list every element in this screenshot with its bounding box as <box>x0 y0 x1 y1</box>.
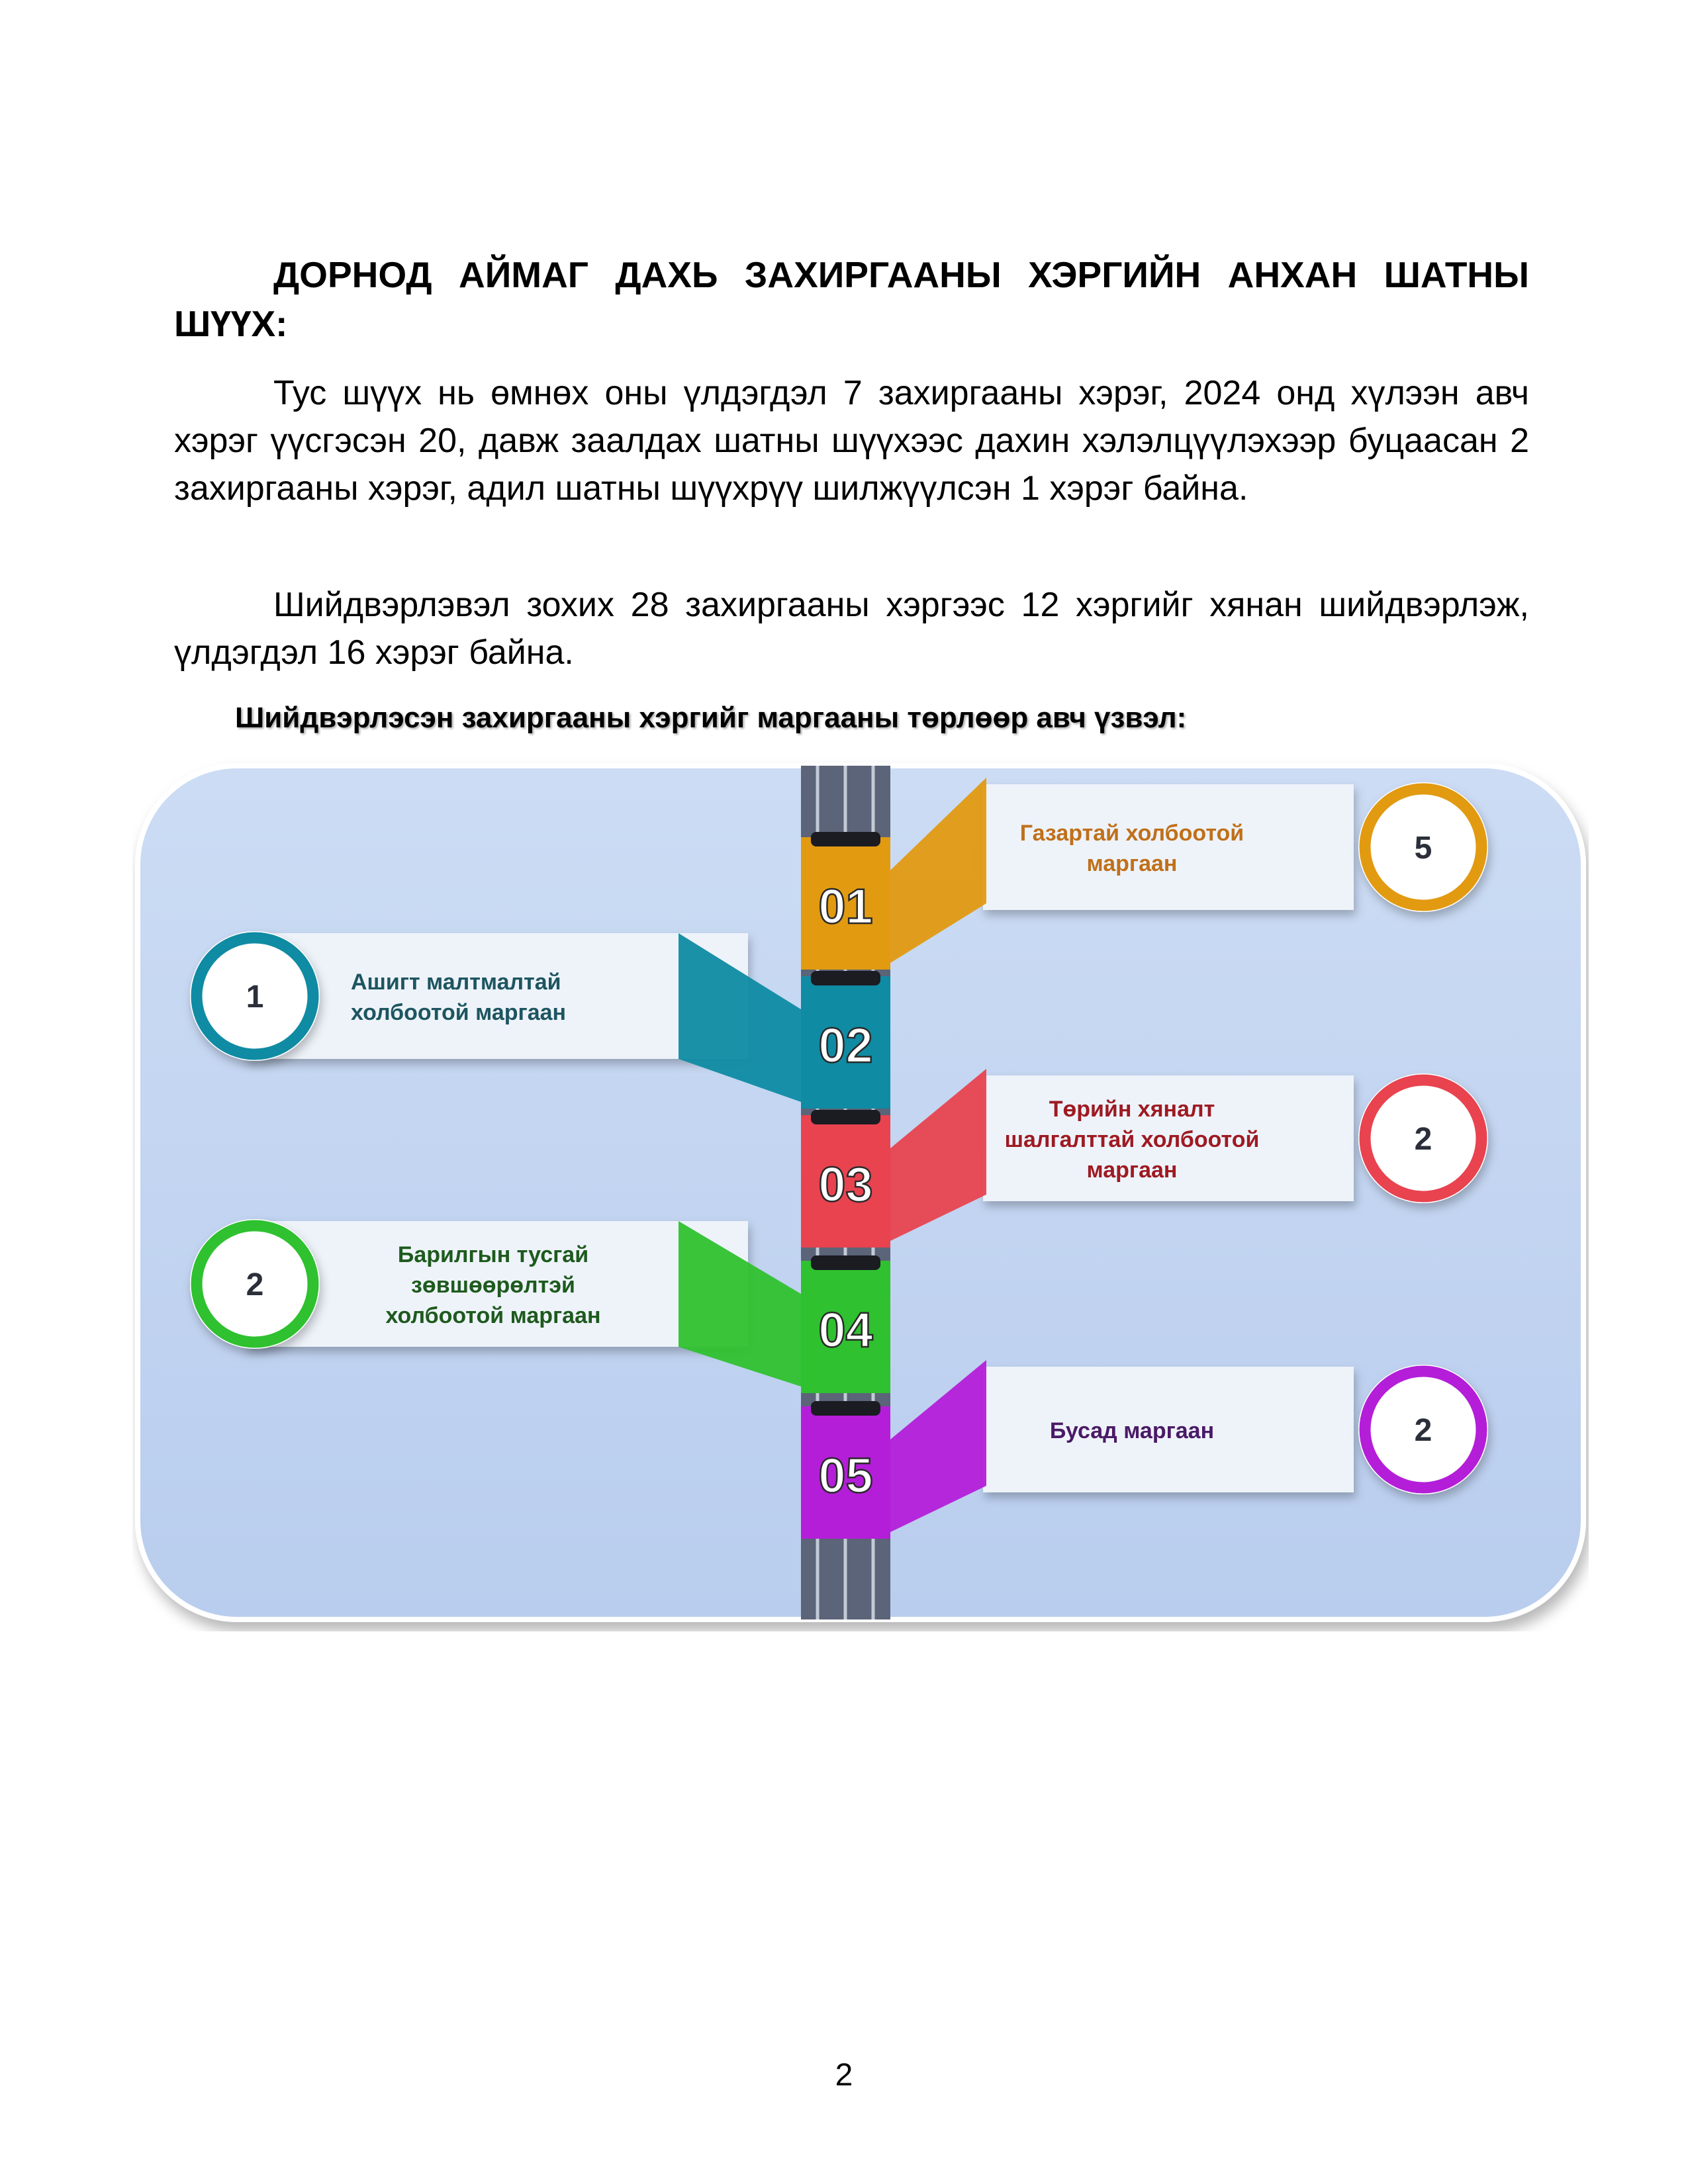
label-card <box>245 1221 748 1347</box>
item-label-line: холбоотой маргаан <box>385 1303 600 1328</box>
connector-ribbon <box>679 1221 801 1387</box>
label-card <box>983 784 1354 910</box>
count-circle <box>1359 783 1487 911</box>
step-number: 02 <box>818 1018 872 1073</box>
count-circle <box>191 932 319 1060</box>
label-card <box>983 1075 1354 1201</box>
count-value: 2 <box>1415 1122 1432 1157</box>
item-label-line: Барилгын тусгай <box>398 1242 588 1267</box>
step-clip <box>811 1255 880 1270</box>
step-number: 04 <box>818 1302 872 1357</box>
page-title: ДОРНОД АЙМАГ ДАХЬ ЗАХИРГААНЫ ХЭРГИЙН АНХ… <box>174 254 1529 344</box>
body-paragraph-1: Тус шүүх нь өмнөх оны үлдэгдэл 7 захирга… <box>174 374 1529 508</box>
step-block <box>801 1115 890 1248</box>
connector-ribbon <box>890 778 986 963</box>
step-clip <box>811 1110 880 1124</box>
dispute-type-infographic: 01 5 Газартай холбоотой маргаан 02 1 Ашигт мал… <box>135 763 1586 1622</box>
step-block <box>801 837 890 970</box>
step-clip <box>811 832 880 846</box>
label-card <box>245 933 748 1059</box>
item-label-line: зөвшөөрөлтэй <box>411 1273 575 1298</box>
infographic-item-3: 03 2 Төрийн хяналт шалгалттай холбоотой марг… <box>801 1069 1488 1248</box>
step-block <box>801 1261 890 1393</box>
count-circle <box>191 1220 319 1348</box>
count-circle <box>1359 1074 1487 1203</box>
step-block <box>801 976 890 1109</box>
count-value: 2 <box>246 1267 264 1302</box>
item-label-line: холбоотой маргаан <box>351 1000 566 1025</box>
infographic-item-1: 01 5 Газартай холбоотой маргаан <box>801 778 1488 970</box>
connector-ribbon <box>890 1360 986 1532</box>
infographic-item-5: 05 2 Бусад маргаан <box>801 1360 1488 1539</box>
infographic-item-4: 04 2 Барилгын тусгай зөвшөөрөлтэй холбоотой … <box>190 1219 890 1393</box>
connector-ribbon <box>679 933 801 1102</box>
item-label-line: маргаан <box>1087 851 1178 876</box>
step-number: 01 <box>818 879 872 934</box>
count-circle <box>1359 1365 1487 1494</box>
item-label-line: Бусад маргаан <box>1050 1418 1214 1443</box>
item-label-line: маргаан <box>1087 1158 1178 1183</box>
step-number: 03 <box>818 1157 872 1212</box>
item-label-line: шалгалттай холбоотой <box>1005 1127 1260 1152</box>
step-number: 05 <box>818 1448 872 1503</box>
label-card <box>983 1367 1354 1492</box>
item-label-line: Ашигт малтмалтай <box>351 970 561 995</box>
count-value: 2 <box>1415 1413 1432 1448</box>
page-number: 2 <box>835 2058 853 2093</box>
item-label-line: Төрийн хяналт <box>1049 1097 1215 1122</box>
connector-ribbon <box>890 1069 986 1241</box>
infographic-caption: Шийдвэрлэсэн захиргааны хэргийг маргааны… <box>235 702 1187 734</box>
count-value: 5 <box>1415 831 1432 866</box>
item-label-line: Газартай холбоотой <box>1020 821 1244 846</box>
step-clip <box>811 1401 880 1416</box>
step-block <box>801 1406 890 1539</box>
count-value: 1 <box>246 979 264 1015</box>
infographic-item-2: 02 1 Ашигт малтмалтай холбоотой маргаан <box>190 931 890 1109</box>
body-paragraph-2: Шийдвэрлэвэл зохих 28 захиргааны хэргээс… <box>174 586 1529 672</box>
step-clip <box>811 971 880 985</box>
